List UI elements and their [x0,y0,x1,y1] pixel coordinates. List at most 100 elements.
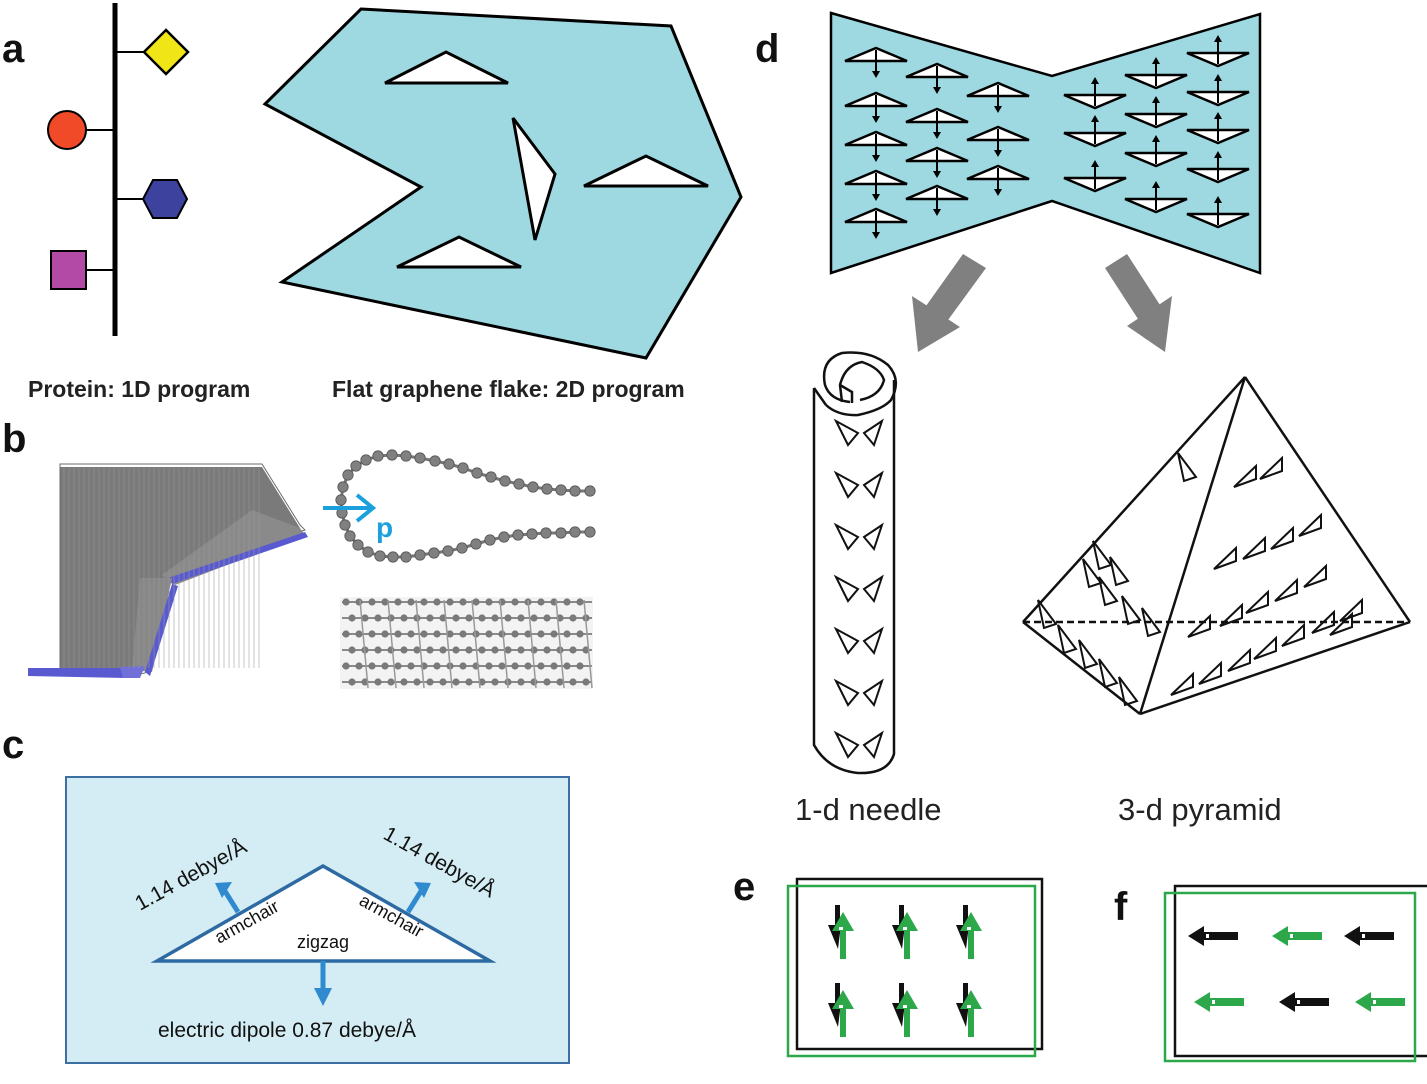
dipole-triangle-down [905,107,969,139]
needle-triangle [862,678,884,708]
gray-arrow-to-pyramid [1105,254,1172,352]
carbon-atom [443,458,455,470]
carbon-atom [498,531,510,543]
carbon-atom [491,646,499,654]
pyramid-triangle [1281,622,1305,647]
pyramid-triangle [1177,452,1198,483]
folded-graphene-sheet [28,463,308,678]
carbon-atom [428,547,440,559]
bowtie-left-wing-dipoles [844,46,1030,239]
carbon-atom [471,467,483,479]
carbon-atom [457,462,469,474]
carbon-atom [470,538,482,550]
carbon-atom [400,678,408,686]
dipole-triangle-down [844,91,908,123]
carbon-atom [352,539,364,551]
carbon-atom [372,450,384,462]
carbon-atom [368,662,376,670]
carbon-atom [555,527,567,539]
carbon-atom [400,551,412,563]
carbon-atom [530,614,538,622]
carbon-atom [569,646,577,654]
carbon-atom [491,614,499,622]
carbon-atom [478,646,486,654]
carbon-atom [465,614,473,622]
carbon-atom [381,598,389,606]
carbon-atom [563,598,571,606]
carbon-atom [342,662,350,670]
carbon-atom [355,630,363,638]
panel-label-a: a [2,27,25,71]
dipole-triangle-down [905,184,969,216]
flake-triangle [583,154,709,188]
pyramid-triangle [1037,599,1058,630]
pyramid-triangle [1253,635,1277,660]
carbon-atom [563,630,571,638]
needle-triangle [862,418,884,448]
pyramid-triangle [1098,576,1119,607]
carbon-atom [550,630,558,638]
carbon-atom [459,662,467,670]
carbon-atom [433,630,441,638]
panel-d: d 1-d needle 3-d py [755,11,1412,827]
carbon-atom [400,614,408,622]
pyramid-triangle [1274,577,1298,602]
ripple-ring [335,449,596,563]
zigzag-dipole-arrow [314,988,332,1006]
dipole-triangle-down [966,164,1030,196]
carbon-atom [400,646,408,654]
dipole-triangle-down [905,62,969,94]
carbon-atom [413,646,421,654]
carbon-atom [414,549,426,561]
carbon-atom [511,662,519,670]
green-arrow-up [904,1007,910,1037]
needle-triangle [862,730,884,760]
carbon-atom [569,526,581,538]
panel-c: c 1.14 debye/Å 1.14 debye/Å armchair arm… [2,723,570,1064]
carbon-atom [381,630,389,638]
dipole-triangle-down [844,46,908,78]
bowtie-right-wing-dipoles [1063,35,1250,229]
pyramid-triangle [1170,671,1194,696]
panel-label-c: c [2,723,24,767]
dipole-arrow-p [323,493,377,523]
carbon-atom [426,646,434,654]
dipole-triangle-down [966,81,1030,113]
needle-triangle [833,626,860,655]
dipole-triangle-up [1063,160,1127,193]
dipole-triangle-down [966,125,1030,157]
carbon-atom [550,662,558,670]
dipole-arrow-pair [828,905,854,959]
carbon-atom [407,598,415,606]
pyramid-triangle [1259,455,1283,480]
carbon-atom [407,630,415,638]
carbon-atom [387,678,395,686]
carbon-atom [491,678,499,686]
pyramid [1022,376,1412,716]
carbon-atom [498,662,506,670]
graphene-flake [262,7,743,360]
black-arrow-down [963,905,968,927]
carbon-atom [342,598,350,606]
carbon-atom [429,455,441,467]
pyramid-triangle [1078,639,1099,670]
carbon-atom [569,614,577,622]
needle-triangle [833,574,860,603]
pyramid-triangle [1082,558,1103,589]
carbon-atom [374,678,382,686]
green-arrow-left [1194,992,1244,1012]
flake-triangles [384,50,709,269]
carbon-atom [426,614,434,622]
dipole-triangle-up [1124,57,1188,90]
carbon-atom [452,678,460,686]
carbon-atom [526,528,538,540]
needle-triangle [862,522,884,552]
carbon-atom [400,450,412,462]
pyramid-triangle [1098,658,1119,689]
carbon-atom [360,454,372,466]
edge-label-zigzag: zigzag [297,932,349,952]
carbon-atom [576,630,584,638]
pyramid-triangle [1245,589,1269,614]
carbon-atom [452,614,460,622]
